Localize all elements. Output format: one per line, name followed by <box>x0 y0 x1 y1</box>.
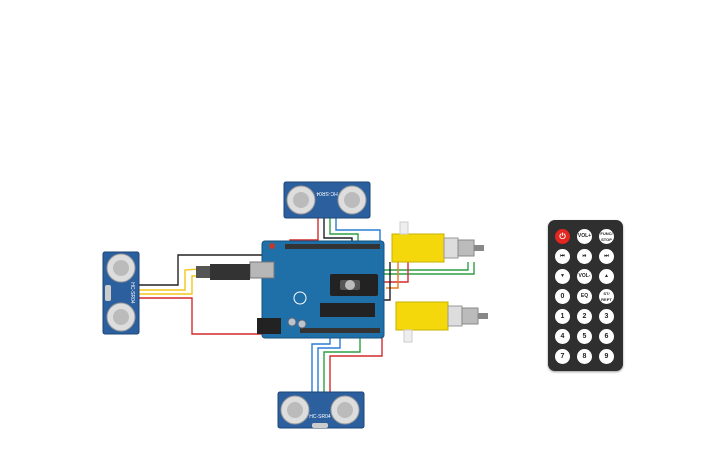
five-button[interactable]: 5 <box>577 329 592 344</box>
wire-bottom-a[interactable] <box>311 330 331 392</box>
vol-minus-button[interactable]: VOL- <box>577 269 592 284</box>
zero-button[interactable]: 0 <box>555 289 570 304</box>
up-button[interactable]: ▲ <box>599 269 614 284</box>
eight-button[interactable]: 8 <box>577 349 592 364</box>
four-button[interactable]: 4 <box>555 329 570 344</box>
wire-bottom-b[interactable] <box>317 330 341 392</box>
st-rept-button[interactable]: ST/ REPT <box>599 289 614 304</box>
power-button[interactable]: ⏻ <box>555 229 570 244</box>
sensor-left-label: HC-SR04 <box>129 282 135 304</box>
servo-motor[interactable] <box>330 274 378 296</box>
wire-motor-top-b[interactable] <box>340 262 475 275</box>
power-jack <box>257 318 281 334</box>
sensor-top-label: HC-SR04 <box>316 190 338 196</box>
play-pause-button[interactable]: ⏯ <box>577 249 592 264</box>
arduino-board[interactable] <box>249 240 385 339</box>
usb-cable <box>196 264 250 280</box>
seven-button[interactable]: 7 <box>555 349 570 364</box>
down-button[interactable]: ▼ <box>555 269 570 284</box>
ultrasonic-sensor-bottom[interactable]: HC-SR04 <box>277 391 365 429</box>
motor-bottom[interactable] <box>395 301 488 343</box>
nine-button[interactable]: 9 <box>599 349 614 364</box>
motor-top[interactable] <box>391 221 484 263</box>
fast-forward-button[interactable]: ⏭ <box>599 249 614 264</box>
three-button[interactable]: 3 <box>599 309 614 324</box>
ultrasonic-sensor-left[interactable]: HC-SR04 <box>102 251 140 335</box>
six-button[interactable]: 6 <box>599 329 614 344</box>
atmega-chip <box>320 303 375 317</box>
ir-remote[interactable]: ⏻ VOL+ FUNC/ STOP ⏮ ⏯ ⏭ ▼ VOL- ▲ 0 EQ ST… <box>548 220 623 371</box>
one-button[interactable]: 1 <box>555 309 570 324</box>
func-stop-button[interactable]: FUNC/ STOP <box>599 229 614 244</box>
arduino-logo <box>293 291 307 305</box>
wire-bottom-c[interactable] <box>323 338 361 392</box>
ultrasonic-sensor-top[interactable]: HC-SR04 <box>283 181 371 219</box>
usb-port <box>249 261 275 279</box>
reset-button[interactable] <box>269 243 275 249</box>
vol-plus-button[interactable]: VOL+ <box>577 229 592 244</box>
two-button[interactable]: 2 <box>577 309 592 324</box>
rewind-button[interactable]: ⏮ <box>555 249 570 264</box>
sensor-bottom-label: HC-SR04 <box>309 414 331 420</box>
eq-button[interactable]: EQ <box>577 289 592 304</box>
wire-motor-top-d[interactable] <box>386 262 399 289</box>
